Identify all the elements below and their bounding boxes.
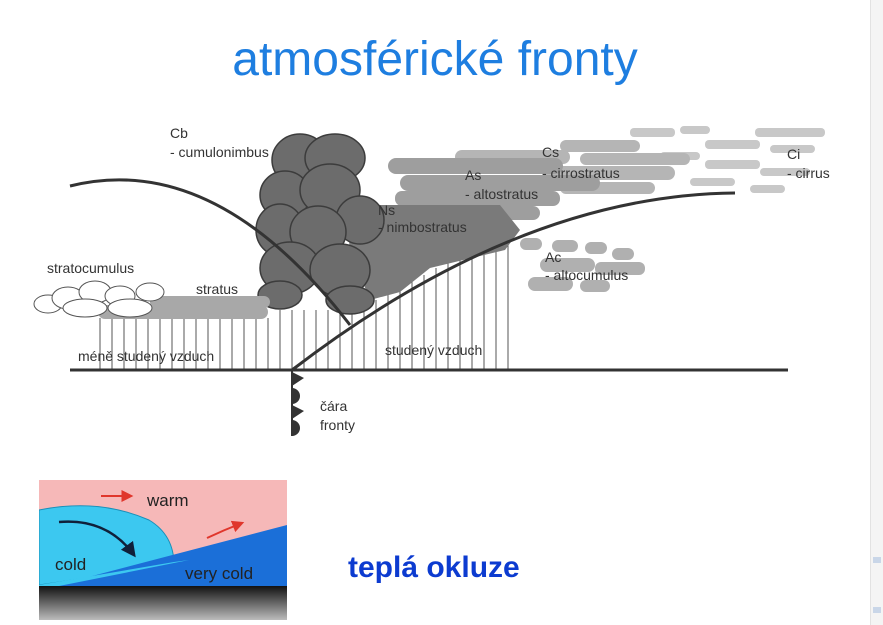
nimbostratus-cloud — [345, 205, 520, 300]
ground-band — [39, 586, 287, 620]
very-cold-air-region — [39, 525, 287, 590]
precipitation-hatch — [99, 232, 509, 370]
front-cold-triangle — [292, 372, 304, 386]
label-as-name: - altostratus — [465, 186, 538, 202]
vertical-scrollbar[interactable] — [870, 0, 883, 625]
stratocumulus-cloud — [33, 280, 165, 318]
front-diagram: Cb - cumulonimbus Ns - nimbostratus As -… — [33, 125, 830, 436]
label-cs-code: Cs — [542, 144, 559, 160]
label-ci-name: - cirrus — [787, 165, 830, 181]
label-ac-name: - altocumulus — [545, 267, 628, 283]
label-stratus: stratus — [196, 281, 238, 297]
front-cold-triangle — [292, 405, 304, 419]
scrollbar-marker — [873, 557, 881, 563]
occlusion-caption: teplá okluze — [348, 551, 520, 584]
label-ns-code: Ns — [378, 202, 395, 218]
label-cb-name: - cumulonimbus — [170, 144, 269, 160]
cold-front-surface — [69, 178, 352, 326]
label-stratocumulus: stratocumulus — [47, 260, 134, 276]
warm-front-surface — [291, 191, 736, 372]
page-title: atmosférické fronty — [232, 33, 638, 86]
label-cs-name: - cirrostratus — [542, 165, 620, 181]
rising-arrow-icon — [206, 520, 245, 539]
label-as-code: As — [465, 167, 481, 183]
altocumulus-cloud — [520, 238, 645, 292]
label-cold-air: studený vzduch — [385, 342, 482, 358]
label-ac-code: Ac — [545, 249, 561, 265]
label-ns-name: - nimbostratus — [378, 219, 467, 235]
occlusion-inset: warm cold very cold — [39, 480, 287, 620]
label-front-line-2: fronty — [320, 417, 355, 433]
front-warm-semicircle — [292, 388, 300, 404]
scrollbar-marker — [873, 607, 881, 613]
label-front-line-1: čára — [320, 398, 347, 414]
cold-air-wedge — [39, 560, 189, 590]
label-less-cold-air: méně studený vzduch — [78, 348, 214, 364]
inset-label-cold: cold — [55, 555, 86, 574]
label-cb-code: Cb — [170, 125, 188, 141]
cold-arrow-icon — [58, 520, 136, 558]
front-warm-semicircle — [292, 420, 300, 436]
inset-label-warm: warm — [146, 491, 189, 510]
inset-label-very-cold: very cold — [185, 564, 253, 583]
label-ci-code: Ci — [787, 146, 800, 162]
cumulonimbus-cloud — [255, 133, 385, 315]
